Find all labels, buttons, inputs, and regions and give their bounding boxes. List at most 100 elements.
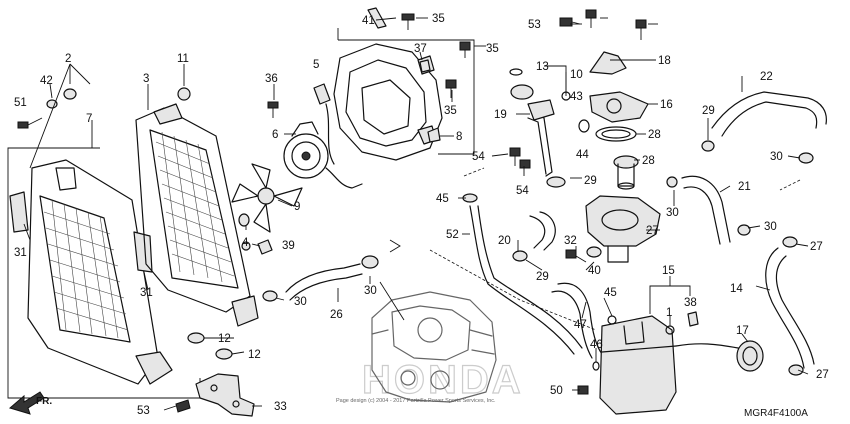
gasket xyxy=(595,126,637,142)
callout-labels: 2 42 51 7 3 11 36 6 9 4 39 30 26 30 31 3… xyxy=(14,13,829,419)
hose-20 xyxy=(529,211,556,251)
callout-29c: 30 xyxy=(666,207,679,219)
callout-31a: 31 xyxy=(14,247,27,259)
callout-16: 16 xyxy=(660,99,673,111)
callout-33: 33 xyxy=(274,401,287,413)
callout-10: 10 xyxy=(570,69,583,81)
hardware xyxy=(17,7,814,413)
callout-28b: 29 xyxy=(536,271,549,283)
callout-26: 27 xyxy=(646,225,659,237)
callout-35a: 35 xyxy=(432,13,445,25)
callout-53b: 54 xyxy=(516,185,529,197)
callout-32: 32 xyxy=(564,235,577,247)
callout-48: 52 xyxy=(446,229,459,241)
hose-48 xyxy=(469,205,583,355)
callout-44: 44 xyxy=(576,149,589,161)
callout-15: 15 xyxy=(662,265,675,277)
callout-12b: 12 xyxy=(248,349,261,361)
callout-51: 50 xyxy=(550,385,563,397)
filler-cap xyxy=(509,68,534,100)
callout-7: 6 xyxy=(272,129,278,141)
callout-25: 28 xyxy=(648,129,661,141)
callout-45b: 46 xyxy=(590,339,603,351)
callout-40: 40 xyxy=(588,265,601,277)
callout-35b: 35 xyxy=(486,43,499,55)
callout-3: 3 xyxy=(143,73,149,85)
callout-43: 42 xyxy=(40,75,53,87)
thermostat-housing xyxy=(585,195,661,263)
callout-22: 22 xyxy=(760,71,773,83)
grommet-12b xyxy=(215,348,233,360)
callout-29b: 30 xyxy=(770,151,783,163)
fan-motor xyxy=(283,121,363,189)
front-direction-label: FR. xyxy=(36,396,52,407)
callout-46: 45 xyxy=(604,287,617,299)
callout-14: 14 xyxy=(730,283,743,295)
callout-18: 18 xyxy=(658,55,671,67)
callout-52: 51 xyxy=(14,97,27,109)
callout-13: 13 xyxy=(536,61,549,73)
hose-19 xyxy=(527,113,553,177)
callout-4: 4 xyxy=(242,237,249,249)
callout-37: 37 xyxy=(414,43,427,55)
hose-22 xyxy=(711,91,827,137)
callout-27b: 27 xyxy=(816,369,829,381)
honda-watermark: HONDA xyxy=(362,358,524,402)
lead-lines xyxy=(23,17,809,411)
callout-2: 2 xyxy=(65,53,71,65)
callout-29a: 29 xyxy=(702,105,715,117)
callout-12a: 12 xyxy=(218,333,231,345)
engine-outline xyxy=(371,291,497,403)
callout-17: 17 xyxy=(736,325,749,337)
hose-23 xyxy=(285,263,363,301)
callout-24: 28 xyxy=(642,155,655,167)
callout-20: 20 xyxy=(498,235,511,247)
reserve-tank-cap xyxy=(675,340,764,372)
callout-50: 53 xyxy=(137,405,150,417)
callout-11: 11 xyxy=(177,53,189,65)
reserve-tank xyxy=(599,315,677,415)
callout-9: 9 xyxy=(294,201,300,213)
bracket-18 xyxy=(589,51,627,75)
callout-6: 8 xyxy=(456,131,462,143)
callout-27a: 27 xyxy=(810,241,823,253)
thermostat xyxy=(613,155,639,190)
callout-8: 7 xyxy=(86,113,92,125)
callout-23: 26 xyxy=(330,309,343,321)
callout-31b: 31 xyxy=(140,287,153,299)
callout-36: 36 xyxy=(265,73,278,85)
fan-connector xyxy=(313,83,335,165)
front-direction-arrow: FR. xyxy=(8,391,52,415)
callout-53a: 54 xyxy=(472,151,485,163)
callout-41: 41 xyxy=(362,15,375,27)
copyright-notice: Page design (c) 2004 - 2017 Partzilla Po… xyxy=(336,398,496,404)
callout-39: 39 xyxy=(282,240,295,252)
hose-14 xyxy=(765,247,815,369)
callout-47: 47 xyxy=(574,319,587,331)
callout-29d: 30 xyxy=(764,221,777,233)
fan-blade xyxy=(231,163,303,233)
joint-19-top xyxy=(527,99,555,121)
callout-30b: 30 xyxy=(364,285,377,297)
thermostat-cover xyxy=(589,91,649,123)
radiator-shroud xyxy=(9,159,173,385)
callout-35c: 35 xyxy=(444,105,457,117)
hose-47 xyxy=(551,282,603,359)
callout-1: 1 xyxy=(666,307,672,319)
hose-21 xyxy=(681,175,731,245)
diagram-code: MGR4F4100A xyxy=(744,408,808,419)
grommet-12a xyxy=(187,332,205,344)
callout-42: 43 xyxy=(570,91,583,103)
dashed-leads xyxy=(429,167,801,331)
callout-30a: 30 xyxy=(294,296,307,308)
callout-38: 38 xyxy=(684,297,697,309)
radiator-core xyxy=(135,103,259,327)
callout-19: 19 xyxy=(494,109,507,121)
callout-5: 5 xyxy=(313,59,319,71)
callout-28a: 29 xyxy=(584,175,597,187)
callout-49: 53 xyxy=(528,19,541,31)
callout-21: 21 xyxy=(738,181,751,193)
bracket-33 xyxy=(195,373,255,417)
callout-45a: 45 xyxy=(436,193,449,205)
